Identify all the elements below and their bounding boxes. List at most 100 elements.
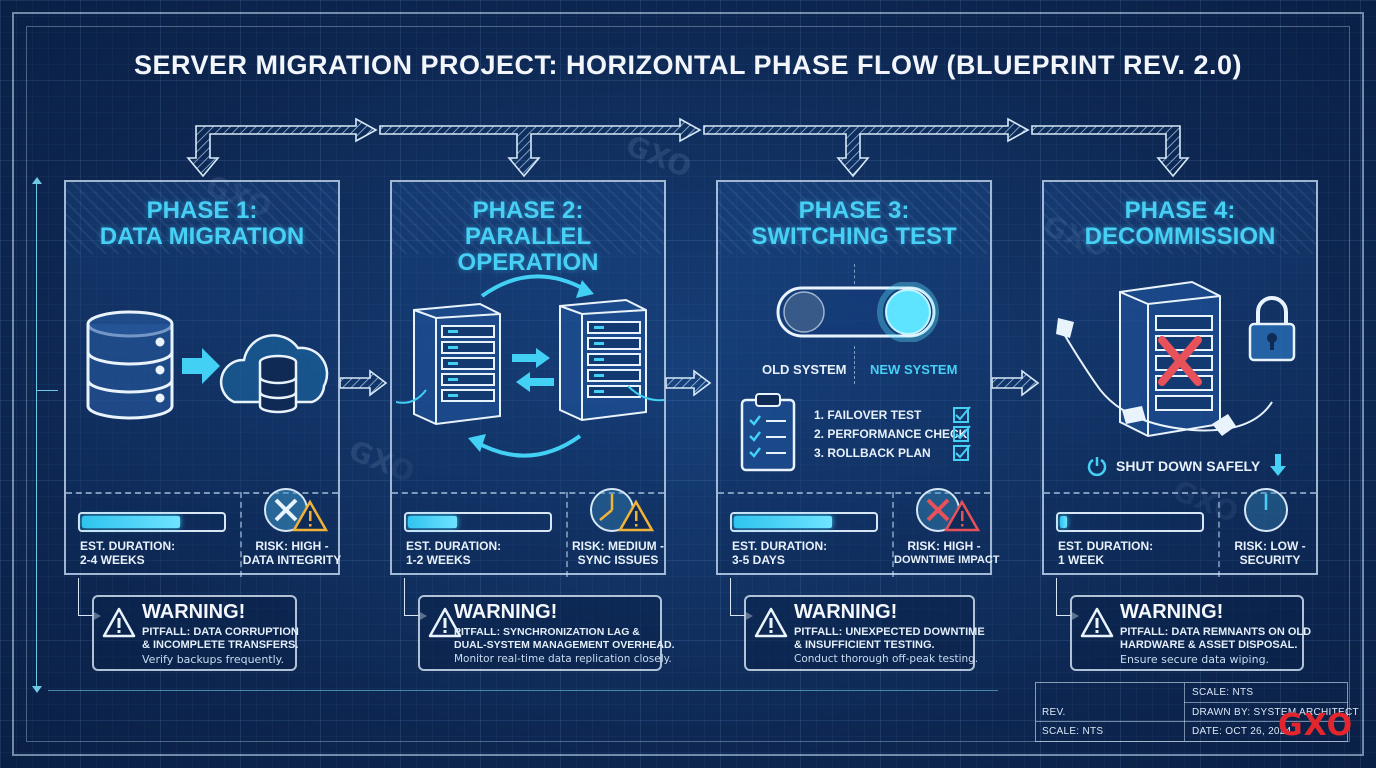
risk-medium-icon: [590, 488, 655, 532]
phase-panel-4: PHASE 4: DECOMMISSION SHUT DOWN SAFELY: [1042, 180, 1318, 577]
checklist-item: 2. PERFORMANCE CHECK: [814, 427, 968, 441]
warning-triangle-icon: [754, 607, 788, 638]
risk-label: RISK: MEDIUM -: [572, 539, 664, 553]
risk-low-icon: [1244, 488, 1288, 532]
revision-cell: REV.: [1042, 707, 1066, 718]
mitigation-text: Ensure secure data wiping.: [1120, 653, 1270, 666]
risk-value: DATA INTEGRITY: [242, 553, 342, 567]
warning-heading: WARNING!: [1120, 601, 1224, 623]
duration-progress-bar: [730, 512, 878, 532]
pitfall-text: PITFALL: DATA CORRUPTION & INCOMPLETE TR…: [142, 626, 299, 652]
duration-label: EST. DURATION:: [1058, 539, 1154, 553]
title-block-rule: [1036, 721, 1348, 722]
duration-value: 3-5 DAYS: [732, 553, 785, 567]
database-icon: [86, 310, 174, 420]
duration-progress-bar: [78, 512, 226, 532]
title-block-rule: [1184, 683, 1185, 741]
phase-name: SWITCHING TEST: [751, 223, 957, 250]
risk-label: RISK: HIGH -: [255, 539, 329, 553]
phase-2-illustration: [396, 274, 664, 458]
toggle-divider: [854, 264, 855, 284]
panel-divider: [392, 492, 664, 494]
scale-cell: SCALE: NTS: [1042, 726, 1104, 737]
panel-divider: [66, 492, 338, 494]
phase-panel-2: PHASE 2: PARALLEL OPERATION: [390, 180, 666, 577]
phase-title: PHASE 4: DECOMMISSION: [1044, 198, 1316, 250]
phase-name: DATA MIGRATION: [99, 223, 305, 250]
new-system-label: NEW SYSTEM: [870, 362, 958, 377]
phase-title: PHASE 3: SWITCHING TEST: [718, 198, 990, 250]
progress-fill: [734, 516, 832, 528]
mitigation-text: Monitor real-time data replication close…: [454, 653, 672, 665]
sync-arrows-icon: [480, 274, 587, 298]
sync-arrows-icon: [512, 348, 550, 368]
phase-title: PHASE 1: DATA MIGRATION: [66, 198, 338, 250]
duration-value: 1 WEEK: [1058, 553, 1105, 567]
power-icon: [1087, 457, 1107, 477]
vertical-dimension-line: [32, 177, 42, 693]
duration-progress-bar: [1056, 512, 1204, 532]
phase-number: PHASE 3:: [798, 197, 910, 224]
warning-box: WARNING! PITFALL: UNEXPECTED DOWNTIME & …: [744, 595, 985, 671]
risk-value: SYNC ISSUES: [577, 553, 659, 567]
panel-divider: [566, 492, 568, 577]
phase-4-illustration: [1056, 280, 1296, 438]
progress-fill: [1060, 516, 1067, 528]
warning-box: WARNING! PITFALL: SYNCHRONIZATION LAG & …: [418, 595, 675, 671]
phase-title: PHASE 2: PARALLEL OPERATION: [392, 198, 664, 276]
risk-label: RISK: LOW -: [1234, 539, 1306, 553]
phase-number: PHASE 4:: [1124, 197, 1236, 224]
risk-value: SECURITY: [1239, 553, 1301, 567]
panel-divider: [892, 492, 894, 577]
duration-progress-bar: [404, 512, 552, 532]
dimension-tick: [36, 390, 58, 391]
checklist-item: 1. FAILOVER TEST: [814, 408, 922, 422]
panel-divider: [240, 492, 242, 577]
checkbox-checked-icon: [953, 406, 971, 461]
progress-fill: [408, 516, 457, 528]
shutdown-label: SHUT DOWN SAFELY: [1116, 458, 1261, 474]
pitfall-line: & INCOMPLETE TRANSFERS.: [142, 639, 299, 651]
panel-header-hatch: [718, 182, 990, 254]
warning-heading: WARNING!: [794, 601, 898, 623]
risk-value: DOWNTIME IMPACT: [894, 554, 1000, 566]
warning-heading: WARNING!: [454, 601, 558, 623]
phase-number: PHASE 2:: [472, 197, 584, 224]
phase-link-arrow: [991, 369, 1040, 397]
risk-high-icon: [916, 488, 981, 532]
padlock-icon: [1248, 296, 1296, 362]
warning-triangle-icon: [1080, 607, 1114, 638]
horizontal-dimension-line: [48, 690, 998, 691]
pitfall-line: PITFALL: DATA REMNANTS ON OLD: [1120, 626, 1312, 638]
panel-header-hatch: [66, 182, 338, 254]
phase-link-arrow: [339, 369, 388, 397]
risk-high-icon: [264, 488, 329, 532]
phase-panel-3: PHASE 3: SWITCHING TEST OLD SYSTEM NEW S…: [716, 180, 1000, 577]
phase-1-illustration: [86, 310, 329, 420]
top-flow-arrow: [1031, 125, 1190, 178]
panel-header-hatch: [392, 182, 664, 254]
warning-box: WARNING! PITFALL: DATA REMNANTS ON OLD H…: [1070, 595, 1311, 671]
outer-frame: [12, 12, 1364, 756]
duration-value: 2-4 WEEKS: [80, 553, 145, 567]
pitfall-line: HARDWARE & ASSET DISPOSAL.: [1120, 639, 1298, 651]
page-title: SERVER MIGRATION PROJECT: HORIZONTAL PHA…: [133, 50, 1243, 80]
top-flow-arrow: [703, 117, 1030, 178]
top-flow-arrow: [379, 117, 702, 178]
top-flow-arrow: [186, 117, 378, 178]
phase-panel-1: PHASE 1: DATA MIGRATION EST. DURATION: 2…: [64, 180, 342, 577]
warning-heading: WARNING!: [142, 601, 246, 623]
red-x-icon: [1158, 336, 1202, 386]
duration-label: EST. DURATION:: [732, 539, 828, 553]
date-cell: DATE: OCT 26, 2024: [1192, 726, 1292, 737]
phase-number: PHASE 1:: [146, 197, 258, 224]
pitfall-text: PITFALL: UNEXPECTED DOWNTIME & INSUFFICI…: [794, 626, 985, 652]
pitfall-line: & INSUFFICIENT TESTING.: [794, 639, 935, 651]
progress-fill: [82, 516, 180, 528]
phase-link-arrow: [665, 369, 712, 397]
phase-name: DECOMMISSION: [1084, 223, 1276, 250]
panel-divider: [1218, 492, 1220, 577]
panel-header-hatch: [1044, 182, 1316, 254]
arrow-right-icon: [182, 348, 220, 384]
